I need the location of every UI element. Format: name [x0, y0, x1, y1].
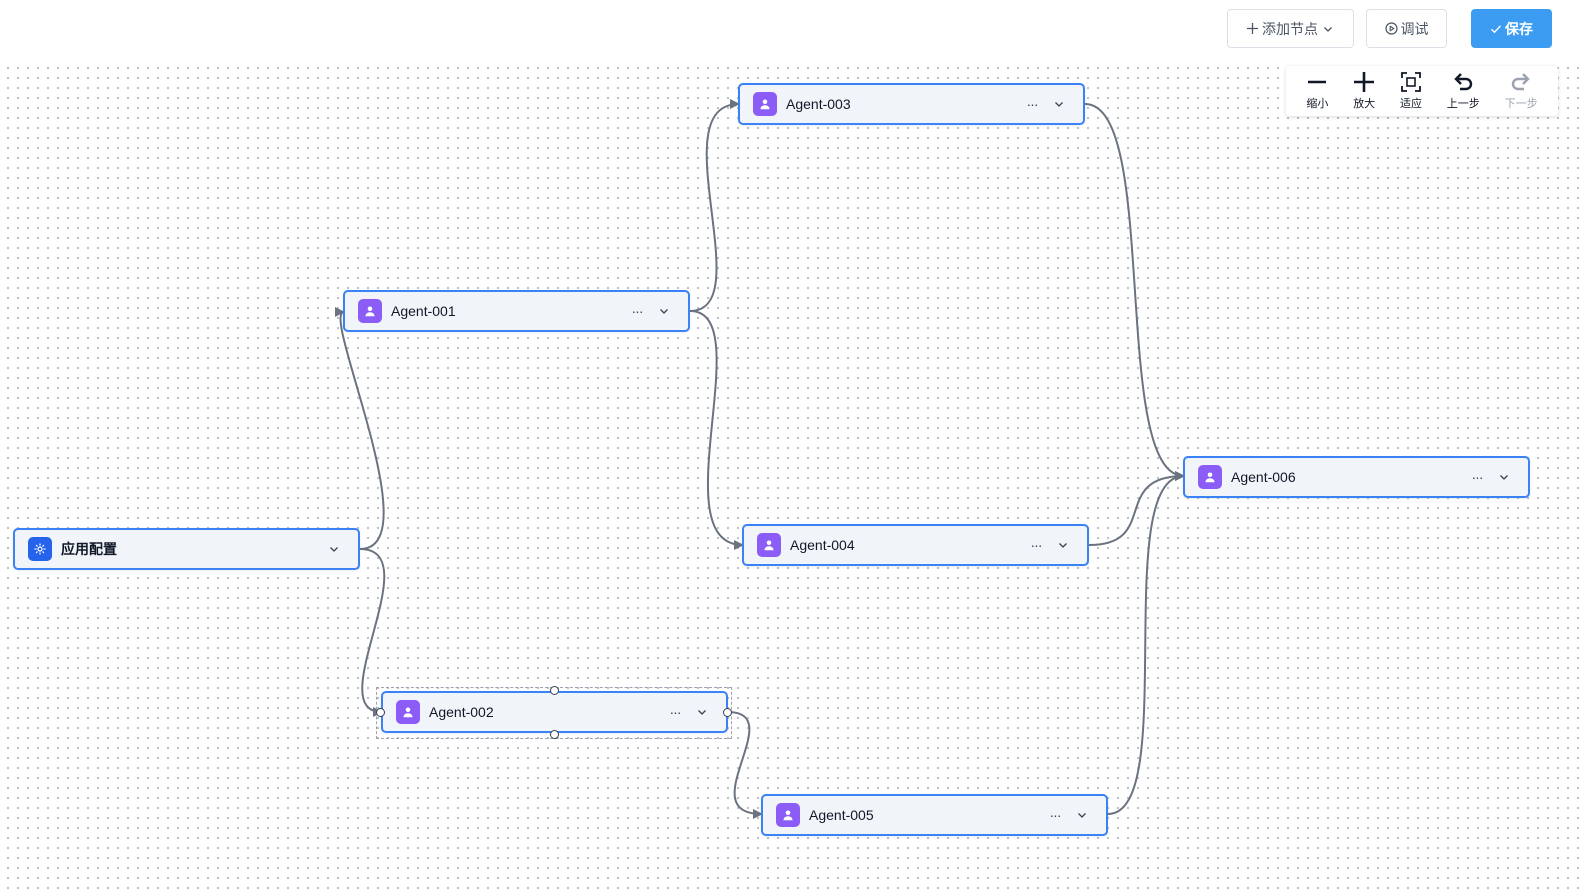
zoom-out-button[interactable]: 缩小 [1306, 71, 1328, 111]
more-icon[interactable]: ··· [1049, 807, 1062, 823]
node-app-config[interactable]: 应用配置 [13, 528, 360, 570]
node-title: Agent-001 [391, 303, 456, 319]
save-button[interactable]: 保存 [1471, 9, 1552, 48]
node-agent-002[interactable]: Agent-002 ··· [381, 691, 728, 733]
fit-view-icon [1401, 72, 1421, 92]
node-agent-003[interactable]: Agent-003 ··· [738, 83, 1085, 125]
add-node-button[interactable]: 添加节点 [1227, 9, 1354, 48]
node-title: Agent-005 [809, 807, 874, 823]
chevron-down-icon[interactable] [1072, 809, 1092, 821]
undo-button[interactable]: 上一步 [1447, 71, 1480, 111]
node-agent-005[interactable]: Agent-005 ··· [761, 794, 1108, 836]
chevron-down-icon[interactable] [1053, 539, 1073, 551]
more-icon[interactable]: ··· [1471, 469, 1484, 485]
node-title: Agent-004 [790, 537, 855, 553]
plus-icon [1354, 72, 1375, 92]
redo-label: 下一步 [1504, 98, 1538, 110]
chevron-down-icon[interactable] [324, 543, 344, 555]
undo-label: 上一步 [1446, 98, 1480, 110]
undo-icon [1454, 73, 1473, 91]
more-icon[interactable]: ··· [631, 303, 644, 319]
check-icon [1491, 24, 1502, 33]
redo-icon [1511, 73, 1530, 91]
zoom-in-label: 放大 [1353, 98, 1376, 110]
node-agent-001[interactable]: Agent-001 ··· [343, 290, 690, 332]
play-circle-icon [1384, 22, 1398, 35]
zoom-controls: 缩小 放大 适应 上一步 下一步 [1286, 66, 1558, 116]
node-agent-006[interactable]: Agent-006 ··· [1183, 456, 1530, 498]
user-icon [358, 299, 382, 323]
more-icon[interactable]: ··· [1026, 96, 1039, 112]
user-icon [1198, 465, 1222, 489]
plus-icon [1247, 23, 1258, 34]
top-toolbar: 添加节点 调试 保存 [0, 0, 1582, 60]
chevron-down-icon[interactable] [1494, 471, 1514, 483]
connection-handle-top[interactable] [550, 686, 559, 695]
more-icon[interactable]: ··· [669, 704, 682, 720]
more-icon[interactable]: ··· [1030, 537, 1043, 553]
zoom-out-label: 缩小 [1306, 98, 1329, 110]
redo-button[interactable]: 下一步 [1505, 71, 1538, 111]
debug-label: 调试 [1400, 20, 1429, 37]
chevron-down-icon [1324, 26, 1332, 32]
connection-handle-right[interactable] [723, 708, 732, 717]
user-icon [757, 533, 781, 557]
node-title: Agent-003 [786, 96, 851, 112]
node-agent-004[interactable]: Agent-004 ··· [742, 524, 1089, 566]
minus-icon [1308, 80, 1327, 84]
connection-handle-bottom[interactable] [550, 730, 559, 739]
chevron-down-icon[interactable] [1049, 98, 1069, 110]
node-title: Agent-006 [1231, 469, 1296, 485]
connection-handle-left[interactable] [376, 708, 385, 717]
node-title: Agent-002 [429, 704, 494, 720]
user-icon [776, 803, 800, 827]
save-label: 保存 [1505, 20, 1533, 37]
zoom-in-button[interactable]: 放大 [1353, 71, 1375, 111]
gear-icon [28, 537, 52, 561]
debug-button[interactable]: 调试 [1366, 9, 1447, 48]
chevron-down-icon[interactable] [654, 305, 674, 317]
fit-view-label: 适应 [1399, 98, 1422, 110]
user-icon [753, 92, 777, 116]
add-node-label: 添加节点 [1262, 20, 1318, 37]
chevron-down-icon[interactable] [692, 706, 712, 718]
user-icon [396, 700, 420, 724]
fit-view-button[interactable]: 适应 [1400, 71, 1422, 111]
node-title: 应用配置 [61, 541, 117, 557]
